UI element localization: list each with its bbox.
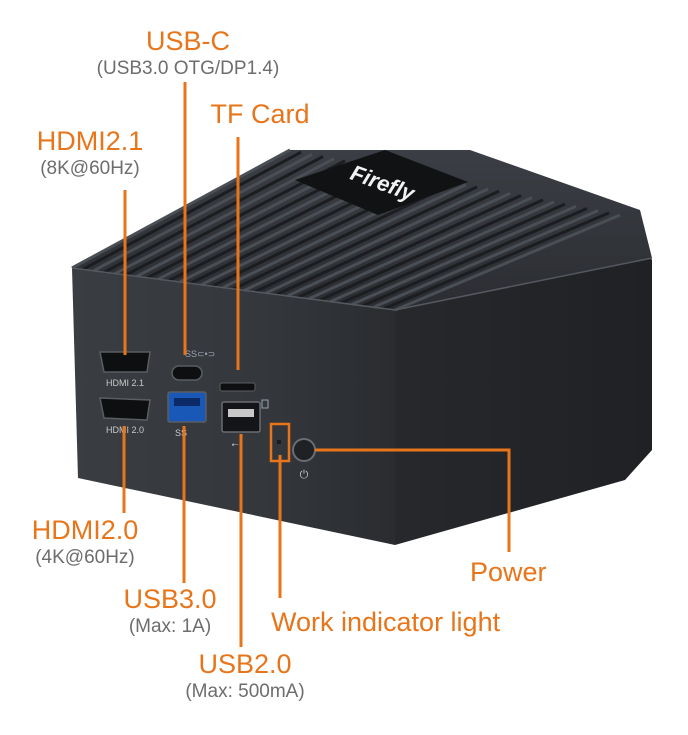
usbc-subtitle: (USB3.0 OTG/DP1.4) (96, 57, 280, 79)
hdmi20-subtitle: (4K@60Hz) (35, 546, 135, 568)
callout-lines (122, 82, 511, 647)
hdmi20-callout: HDMI2.0 (4K@60Hz) (15, 515, 155, 569)
heatsink-fin (92, 153, 313, 273)
heatsink-fin (383, 211, 610, 310)
hdmi20-title: HDMI2.0 (31, 515, 139, 545)
device-body: Firefly (71, 148, 653, 545)
hdmi21-callout: HDMI2.1 (8K@60Hz) (20, 126, 160, 180)
heatsink-fin (265, 187, 489, 295)
usb-icon: ⭠ (231, 439, 238, 449)
hdmi21-subtitle: (8K@60Hz) (40, 157, 140, 179)
heatsink-fin (340, 202, 566, 305)
heatsink-fin (297, 194, 522, 299)
power-title: Power (470, 557, 547, 587)
usb2-port: ⭠ (221, 401, 261, 449)
heatsink-fin (103, 155, 324, 274)
hdmi21-title: HDMI2.1 (36, 126, 144, 156)
led-highlight-box (269, 422, 291, 463)
heatsink-fin (351, 204, 577, 306)
led-title: Work indicator light (271, 607, 501, 637)
usb30-title: USB3.0 (123, 584, 217, 614)
usb20-subtitle: (Max: 500mA) (185, 680, 305, 702)
usb3-port-label: SS (175, 428, 187, 438)
heatsink-fin (71, 148, 291, 270)
heatsink-fin (114, 157, 335, 275)
heatsink-fin (372, 209, 599, 309)
heatsink-fin (308, 196, 533, 301)
heatsink-fin (394, 213, 621, 312)
tf-card-title: TF Card (210, 99, 310, 129)
usbc-callout: USB-C (USB3.0 OTG/DP1.4) (78, 26, 298, 80)
power-icon: ⏻ (300, 469, 309, 481)
heatsink-fin (243, 183, 467, 292)
usb20-callout: USB2.0 (Max: 500mA) (160, 649, 330, 703)
usb30-callout: USB3.0 (Max: 1A) (100, 584, 240, 638)
usbc-ss-icon: SS⊂•⊃ (185, 349, 215, 359)
usb30-subtitle: (Max: 1A) (128, 615, 212, 637)
heatsink-fin (275, 189, 500, 296)
usb3-port: SS (167, 391, 207, 438)
hdmi21-port-label: HDMI 2.1 (106, 378, 144, 388)
led-callout: Work indicator light (271, 607, 501, 638)
device-side-face (395, 240, 652, 545)
usbc-title: USB-C (145, 26, 230, 56)
heatsink-fin (362, 207, 588, 308)
power-callout: Power (470, 557, 547, 588)
hdmi21-port: HDMI 2.1 (99, 351, 151, 388)
heatsink-fin (254, 185, 478, 294)
heatsink-fin (319, 198, 544, 302)
sd-card-icon (261, 399, 269, 409)
tf-card-callout: TF Card (205, 99, 315, 130)
heatsink-fin (329, 200, 555, 303)
heatsink-fin (82, 150, 302, 271)
heatsink-fin (286, 191, 511, 298)
indicator-light (277, 440, 281, 444)
usb20-title: USB2.0 (198, 649, 292, 679)
power-leader (315, 448, 511, 552)
tf-card-slot (219, 382, 269, 409)
logo-plate (295, 150, 468, 215)
usbc-port: SS⊂•⊃ (171, 349, 215, 381)
